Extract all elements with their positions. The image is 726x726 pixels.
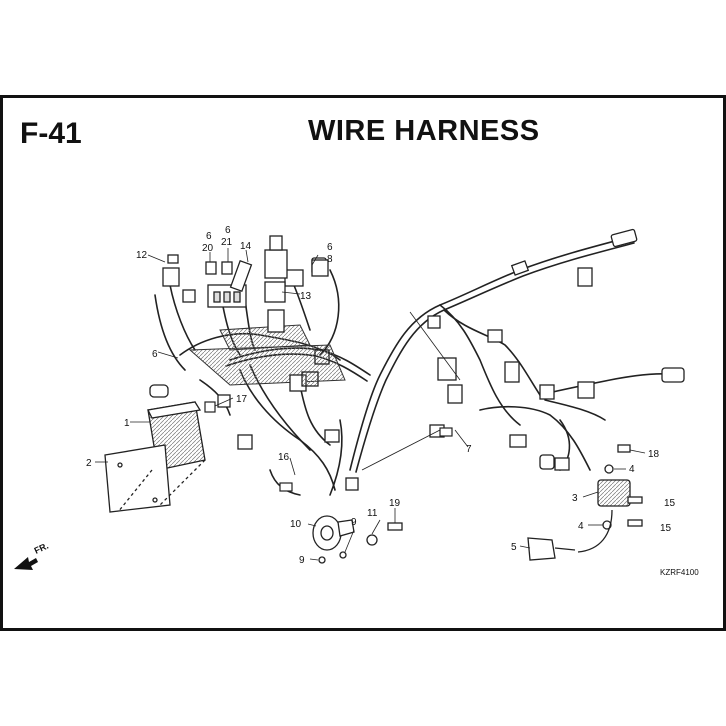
callout-2: 2 bbox=[86, 458, 92, 469]
callout-6b: 6 bbox=[206, 231, 212, 242]
small-parts bbox=[204, 401, 453, 492]
callout-11: 11 bbox=[367, 508, 378, 519]
callout-8: 8 bbox=[327, 254, 333, 265]
callout-4a: 4 bbox=[629, 464, 635, 475]
control-unit bbox=[104, 384, 206, 513]
callout-21: 21 bbox=[221, 237, 233, 248]
callout-9a: 9 bbox=[351, 517, 357, 528]
callout-4b: 4 bbox=[578, 521, 584, 532]
figure-number: F-41 bbox=[20, 117, 82, 150]
page-title: WIRE HARNESS bbox=[308, 115, 540, 147]
front-arrow-icon: FR. bbox=[14, 541, 50, 570]
callout-13: 13 bbox=[300, 291, 312, 302]
callout-6d: 6 bbox=[327, 242, 333, 253]
callout-20: 20 bbox=[202, 243, 214, 254]
callout-10: 10 bbox=[290, 519, 302, 530]
relay-cluster bbox=[162, 235, 329, 333]
callout-18: 18 bbox=[648, 449, 660, 460]
callout-17: 17 bbox=[236, 394, 248, 405]
callout-9b: 9 bbox=[299, 555, 305, 566]
callout-14: 14 bbox=[240, 241, 252, 252]
leader-lines bbox=[95, 248, 646, 561]
callout-3: 3 bbox=[572, 493, 578, 504]
diagram-code: KZRF4100 bbox=[660, 568, 699, 577]
callout-5: 5 bbox=[511, 542, 517, 553]
callout-16: 16 bbox=[278, 452, 290, 463]
callout-1: 1 bbox=[124, 418, 130, 429]
callout-15a: 15 bbox=[664, 498, 676, 509]
callout-6a: 6 bbox=[152, 349, 158, 360]
front-direction-label: FR. bbox=[33, 541, 50, 556]
ignition-coil bbox=[527, 444, 643, 561]
callout-7: 7 bbox=[466, 444, 472, 455]
callout-12: 12 bbox=[136, 250, 148, 261]
callouts: 1 2 3 4 4 5 6 6 6 6 7 8 9 9 10 11 12 13 … bbox=[86, 225, 676, 566]
horn bbox=[312, 515, 403, 564]
callout-6c: 6 bbox=[225, 225, 231, 236]
callout-15b: 15 bbox=[660, 523, 672, 534]
diagram-frame bbox=[0, 95, 726, 631]
callout-19: 19 bbox=[389, 498, 401, 509]
